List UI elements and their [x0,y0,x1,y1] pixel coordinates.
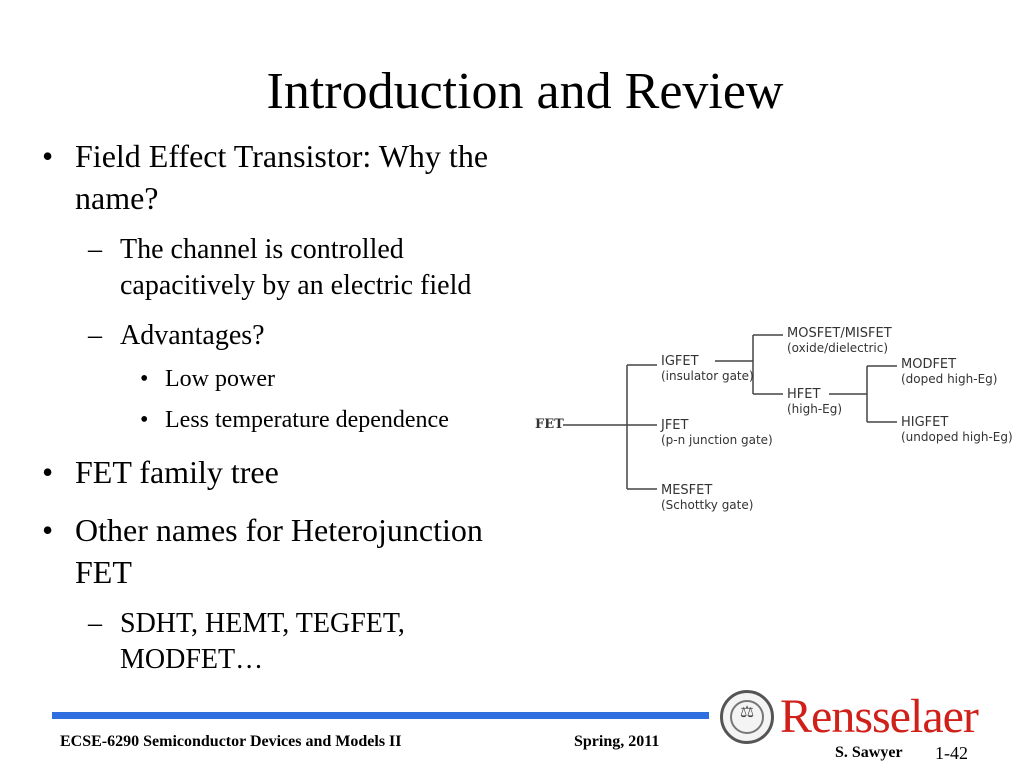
sub-bullet-acronyms-line2: MODFET… [120,644,264,675]
node-fet: FET [535,417,564,432]
node-mosfet: MOSFET/MISFET (oxide/dielectric) [787,326,892,355]
node-hfet-desc: (high-Eg) [787,402,843,416]
bullet-marker: • [140,407,149,433]
node-jfet-desc: (p-n junction gate) [661,433,773,447]
node-mesfet: MESFET (Schottky gate) [661,483,753,512]
bullet-marker: • [42,512,54,548]
footer-course: ECSE-6290 Semiconductor Devices and Mode… [60,733,402,750]
slide-number: 1-42 [935,743,968,763]
node-higfet-desc: (undoped high-Eg) [901,430,1013,444]
sub-sub-bullet-temperature: Less temperature dependence [165,407,449,433]
node-mosfet-name: MOSFET/MISFET [787,326,892,341]
node-modfet-name: MODFET [901,357,957,372]
dash-marker: – [88,608,102,639]
node-hfet-name: HFET [787,387,821,402]
bullet-list: • Field Effect Transistor: Why the name?… [42,138,489,675]
sub-sub-bullet-low-power: Low power [165,366,275,392]
footer-term: Spring, 2011 [574,733,660,750]
node-mesfet-name: MESFET [661,483,713,498]
dash-marker: – [88,234,102,265]
footer-rule [52,712,709,719]
footer-author: S. Sawyer [835,744,903,761]
node-modfet: MODFET (doped high-Eg) [901,357,997,386]
slide-title: Introduction and Review [266,63,784,120]
bullet-fet-name-line2: name? [75,180,159,216]
node-igfet-desc: (insulator gate) [661,369,754,383]
node-modfet-desc: (doped high-Eg) [901,372,998,386]
node-hfet: HFET (high-Eg) [787,387,842,416]
sub-bullet-advantages: Advantages? [120,320,265,351]
sub-bullet-acronyms-line1: SDHT, HEMT, TEGFET, [120,608,405,639]
node-jfet-name: JFET [661,418,689,433]
tree-connectors [563,334,897,490]
node-mesfet-desc: (Schottky gate) [661,498,754,512]
node-jfet: JFET (p-n junction gate) [661,418,773,447]
bullet-other-names-line2: FET [75,554,132,590]
node-igfet: IGFET (insulator gate) [661,354,754,383]
bullet-marker: • [42,138,54,174]
rensselaer-logo: Rensselaer [780,690,979,743]
rpi-seal-emblem: ⚖ [739,704,755,721]
bullet-fet-name-line1: Field Effect Transistor: Why the [75,138,489,174]
node-mosfet-desc: (oxide/dielectric) [787,341,889,355]
sub-bullet-channel-line2: capacitively by an electric field [120,270,472,301]
bullet-marker: • [140,366,149,392]
fet-family-tree-diagram: FET IGFET (insulator gate) JFET (p-n jun… [533,318,1013,518]
sub-bullet-channel-line1: The channel is controlled [120,234,404,265]
node-higfet: HIGFET (undoped high-Eg) [901,415,1013,444]
node-igfet-name: IGFET [661,354,699,369]
bullet-other-names-line1: Other names for Heterojunction [75,512,483,548]
bullet-family-tree: FET family tree [75,454,279,490]
rpi-seal-inner-ring [730,700,764,734]
bullet-marker: • [42,454,54,490]
rpi-seal-icon: ⚖ [720,690,774,744]
node-higfet-name: HIGFET [901,415,949,430]
dash-marker: – [88,320,102,351]
